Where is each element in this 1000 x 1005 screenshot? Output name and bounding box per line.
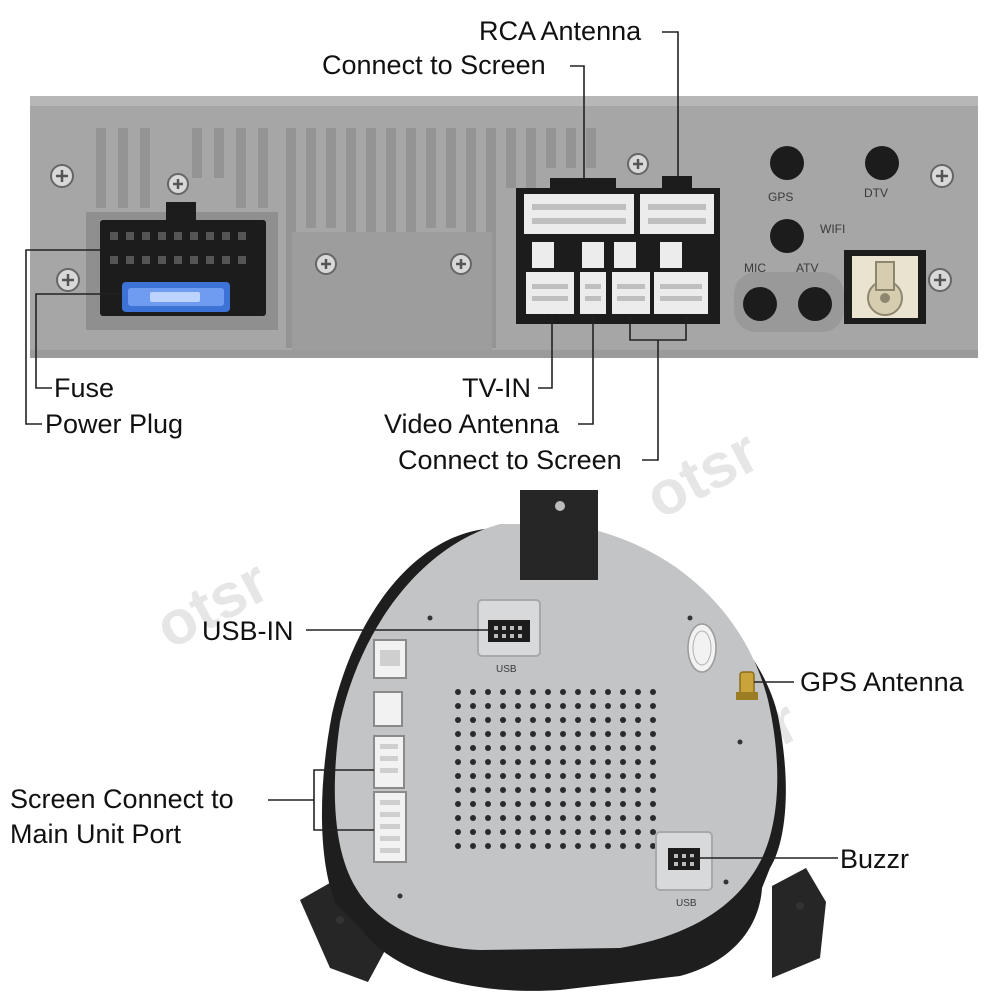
mic-port xyxy=(743,287,777,321)
screw-icon xyxy=(315,253,337,275)
chassis-top-lip xyxy=(30,96,978,108)
callout-video-antenna: Video Antenna xyxy=(384,409,560,439)
fuse-icon xyxy=(122,282,230,312)
dtv-port xyxy=(865,146,899,180)
chassis-bottom-edge xyxy=(30,350,978,358)
wifi-port-label: WIFI xyxy=(820,222,845,236)
leader-lines xyxy=(25,31,838,859)
screw-icon xyxy=(56,268,80,292)
main-unit: GPS DTV WIFI MIC ATV xyxy=(30,96,978,358)
callout-screen-connect-line1: Screen Connect to xyxy=(10,784,234,814)
usb-top-label: USB xyxy=(496,664,517,675)
gps-port xyxy=(770,146,804,180)
antenna-ports-panel: GPS DTV WIFI MIC ATV xyxy=(734,146,926,332)
screen-port-upper xyxy=(373,735,405,789)
screen-unit: USB xyxy=(300,490,826,991)
leader-tv-in xyxy=(538,316,553,389)
center-plate xyxy=(292,232,492,350)
screw-icon xyxy=(50,164,74,188)
callout-rca-antenna: RCA Antenna xyxy=(479,16,642,46)
callout-connect-to-screen-top: Connect to Screen xyxy=(322,50,546,80)
screw-icon xyxy=(627,153,649,175)
gps-port-label: GPS xyxy=(768,190,793,204)
leader-power-plug xyxy=(25,249,100,425)
callout-power-plug: Power Plug xyxy=(45,409,184,439)
atv-hole xyxy=(770,219,804,253)
callout-connect-to-screen-bottom: Connect to Screen xyxy=(398,445,622,475)
leader-connect-screen-bottom xyxy=(642,340,659,461)
leader-connect-screen-top xyxy=(570,65,585,180)
leader-fuse xyxy=(35,293,122,389)
screw-icon xyxy=(167,173,189,195)
callout-buzzr: Buzzr xyxy=(840,844,910,874)
screw-icon xyxy=(450,253,472,275)
mic-port-label: MIC xyxy=(744,261,766,275)
usb-bottom-label: USB xyxy=(676,898,697,909)
video-antenna-port xyxy=(580,272,606,314)
usb-in-port: USB xyxy=(477,599,541,675)
tv-in-port xyxy=(526,272,574,314)
callout-gps-antenna: GPS Antenna xyxy=(800,667,964,697)
side-connectors xyxy=(373,639,407,863)
watermark-2: otsr xyxy=(634,416,770,532)
chassis-screws xyxy=(50,153,954,292)
speaker-grille-icon xyxy=(455,689,656,849)
buzzer-port: USB xyxy=(655,831,713,909)
leader-screen-connect-bracket xyxy=(313,769,374,831)
screw-icon xyxy=(930,164,954,188)
screw-icon xyxy=(928,268,952,292)
antenna-jack-icon xyxy=(844,250,926,324)
callout-screen-connect-line2: Main Unit Port xyxy=(10,819,182,849)
leader-connect-screen-bracket xyxy=(629,316,687,341)
power-plug-connector xyxy=(86,202,278,330)
atv-port xyxy=(798,287,832,321)
mounting-holes xyxy=(336,615,804,924)
mount-bracket-right xyxy=(772,868,826,978)
callout-tv-in: TV-IN xyxy=(462,373,532,403)
gps-antenna-connector xyxy=(736,671,758,700)
leader-video-antenna xyxy=(578,316,594,425)
oval-sticker xyxy=(687,623,717,673)
top-mount-tab xyxy=(520,490,598,580)
dtv-port-label: DTV xyxy=(864,186,888,200)
atv-port-label: ATV xyxy=(796,261,818,275)
leader-rca-antenna xyxy=(662,31,679,178)
connector-block xyxy=(516,176,720,324)
callout-fuse: Fuse xyxy=(54,373,115,403)
callout-usb-in: USB-IN xyxy=(202,616,294,646)
